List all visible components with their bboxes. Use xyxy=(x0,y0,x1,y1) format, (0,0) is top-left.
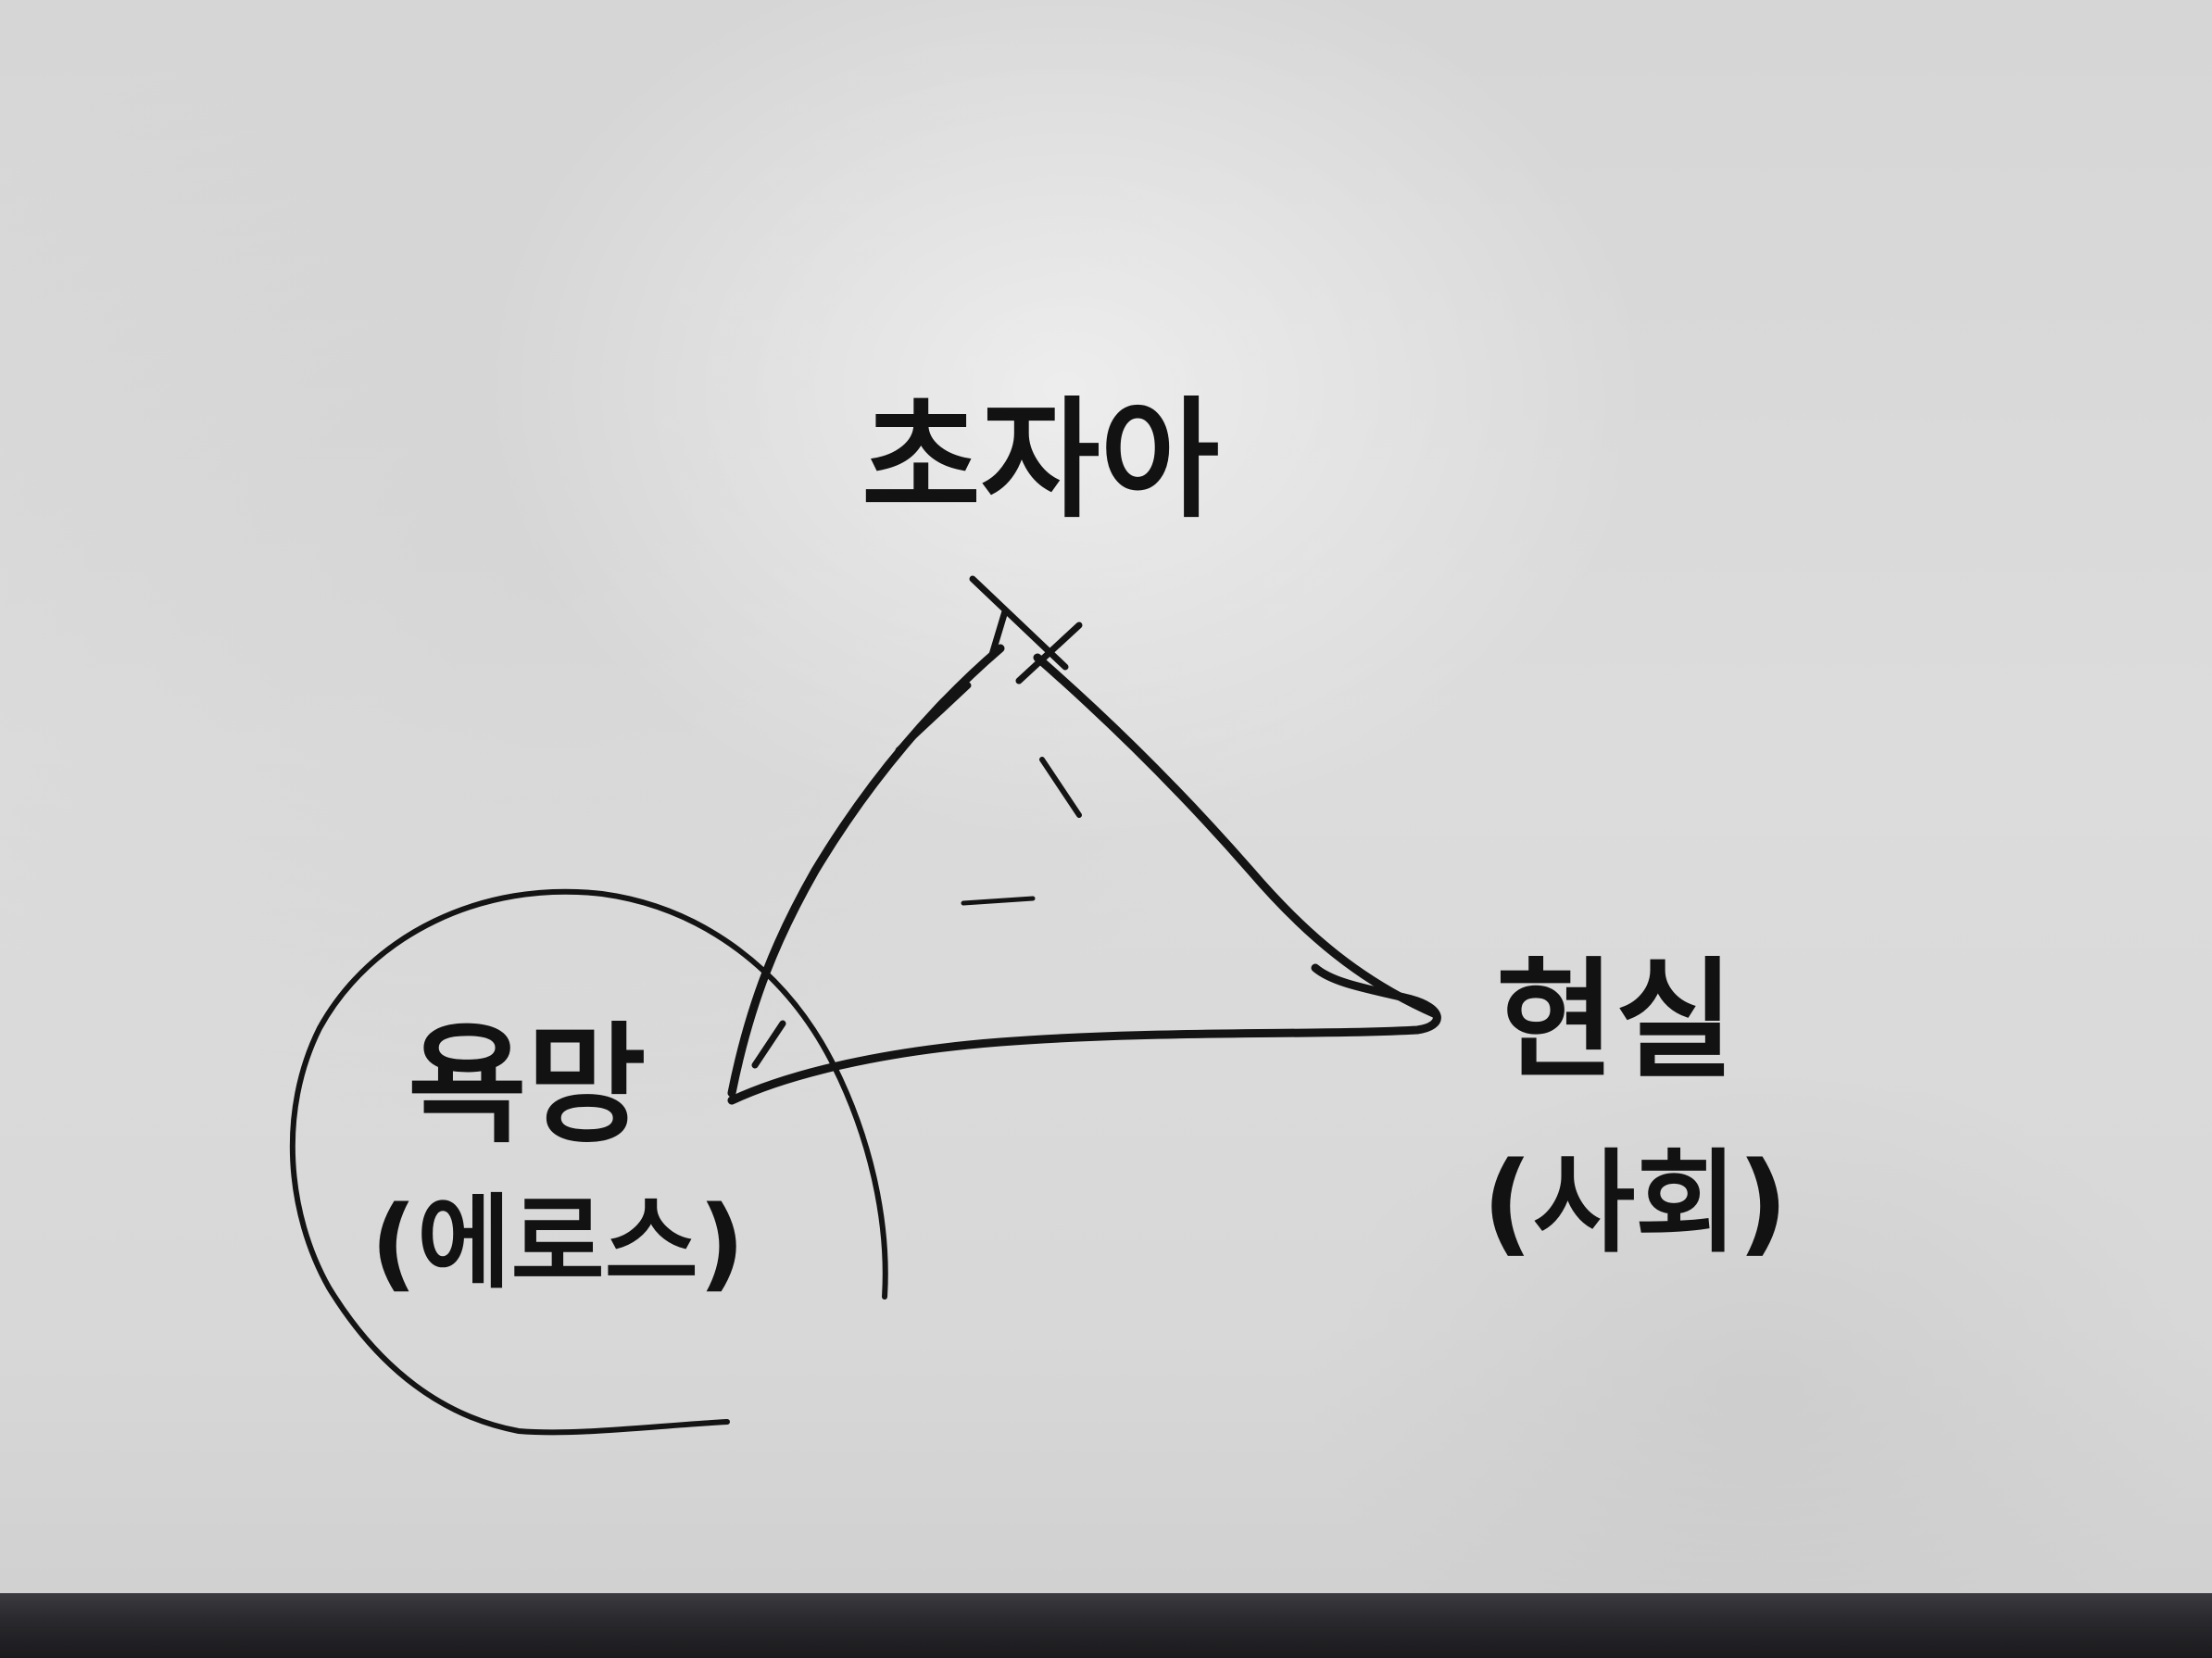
left-vertex-sublabel: (에로스) xyxy=(371,1184,745,1302)
bottom-left-arrow-tick xyxy=(751,1020,786,1069)
inner-stroke xyxy=(1039,757,1082,818)
triangle-left-edge xyxy=(727,644,1005,1098)
top-vertex-label: 초자아 xyxy=(861,385,1219,536)
inner-dash xyxy=(961,896,1036,906)
apex-mark-short xyxy=(987,608,1009,661)
right-vertex-label: 현실 xyxy=(1496,946,1735,1097)
left-vertex-label: 욕망 xyxy=(408,1011,647,1162)
apex-mark-right xyxy=(1015,622,1083,685)
triangle-right-edge xyxy=(1033,653,1440,1019)
whiteboard-frame-edge xyxy=(0,1593,2212,1658)
circle-around-desire xyxy=(289,888,888,1436)
left-edge-stub xyxy=(895,682,972,754)
triangle-base-edge xyxy=(727,963,1441,1105)
right-vertex-sublabel: (사회) xyxy=(1482,1139,1789,1268)
